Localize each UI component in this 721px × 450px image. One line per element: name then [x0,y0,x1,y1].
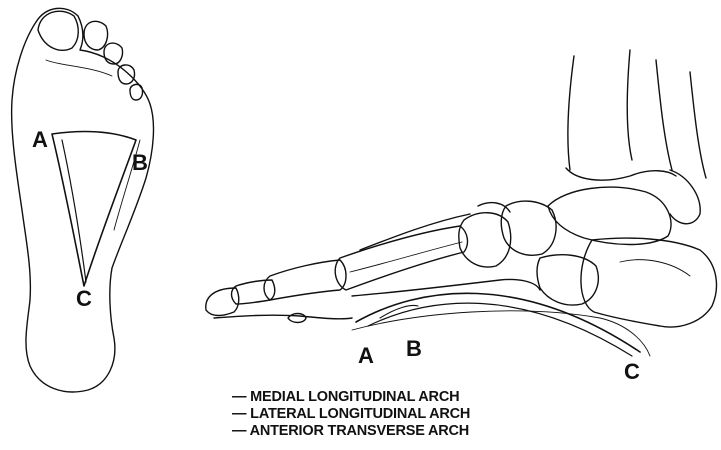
sesamoid [288,314,306,323]
plantar-surface-line [352,311,650,356]
lateral-foot-view [206,50,717,356]
talus [548,187,671,244]
legend-text: ANTERIOR TRANSVERSE ARCH [250,423,469,439]
plantar-point-a: A [32,127,48,152]
lateral-point-b: B [406,336,422,361]
calcaneus [581,238,717,327]
legend-text: LATERAL LONGITUDINAL ARCH [250,406,470,422]
plantar-point-b: B [132,150,148,175]
lateral-point-a: A [358,343,374,368]
fibula-shaft [690,72,706,178]
medial-cuneiform [459,213,511,267]
legend-dash: — [232,389,246,405]
tibia-shaft [568,56,574,170]
plantar-foot-view [12,8,154,392]
cuboid [537,255,598,305]
legend-item-anterior: — ANTERIOR TRANSVERSE ARCH [232,423,469,439]
legend-dash: — [232,423,246,439]
fibula-shaft [656,60,672,170]
legend-dash: — [232,406,246,422]
tibia-shaft [627,50,632,160]
distal-tibia [566,168,676,180]
second-toe [84,21,108,50]
sole-contour-line [46,60,112,76]
legend-item-lateral: — LATERAL LONGITUDINAL ARCH [232,406,470,422]
lateral-malleolus [670,170,700,224]
legend-text: MEDIAL LONGITUDINAL ARCH [250,389,459,405]
toe-phalanges-lower [214,315,352,319]
lateral-point-labels: A B C [358,336,640,384]
third-toe [104,43,123,64]
intermediate-cuneiform [478,203,510,212]
proximal-phalanx [264,260,346,300]
sole-outline [12,8,154,392]
fifth-toe [130,84,143,100]
lateral-point-c: C [624,359,640,384]
calcaneus-detail [620,260,690,276]
great-toe [38,11,78,50]
legend-item-medial: — MEDIAL LONGITUDINAL ARCH [232,389,459,405]
plantar-point-c: C [76,286,92,311]
medial-longitudinal-arch-line [356,293,640,352]
plantar-arch-inner-line [62,140,86,282]
